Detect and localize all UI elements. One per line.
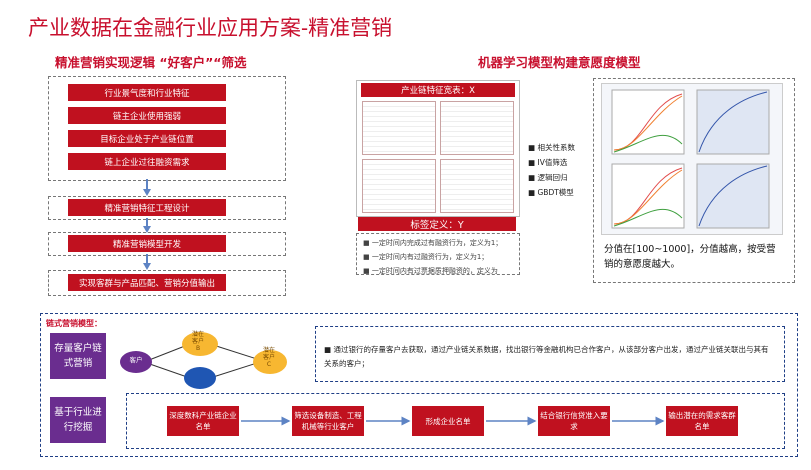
desc-box	[315, 326, 785, 382]
bottom-section-title: 链式营销模型：	[46, 319, 102, 328]
feature-list-block	[440, 159, 514, 213]
desc-content: 通过银行的存量客户去获取，通过产业链关系数据，找出银行等金融机构已合作客户，从该…	[324, 345, 769, 368]
step-output: 实现客群与产品匹配、营销分值输出	[68, 274, 226, 291]
method-item: GBDT模型	[537, 188, 574, 197]
step-model-dev: 精准营销模型开发	[68, 235, 226, 252]
methods-list: ■ 相关性系数 ■ IV值筛选 ■ 逻辑回归 ■ GBDT模型	[528, 143, 575, 197]
model-charts-box	[593, 78, 795, 283]
step-feature-engineering: 精准营销特征工程设计	[68, 199, 226, 216]
label-definition-box: ■ 一定时间内完成过有融资行为，定义为1； ■ 一定时间内有过融资行为，定义为1…	[356, 233, 520, 275]
label-item: 一定时间内有过融资行为，定义为1；	[371, 253, 489, 261]
row2-label: 基于行业进行挖掘	[50, 397, 106, 443]
flow-step-2: 筛选设备制造、工程机械等行业客户	[292, 406, 364, 436]
node-potential-c: 潜在客户C	[262, 347, 275, 368]
model-performance-plots	[611, 89, 770, 229]
node-potential-b: 潜在客户B	[191, 331, 204, 352]
customer-network-graph	[120, 332, 287, 389]
feature-list-block	[362, 159, 436, 213]
arrow-down-icon	[143, 189, 151, 196]
feature-item-financing: 链上企业过往融资需求	[68, 153, 226, 170]
score-note: 分值在[100~1000]，分值越高，按受营销的意愿度越大。	[604, 244, 776, 270]
arrow-down-icon	[143, 226, 151, 233]
method-item: 相关性系数	[537, 143, 575, 152]
node-customer: 客户	[129, 356, 143, 364]
desc-text: ■ 通过银行的存量客户去获取，通过产业链关系数据，找出银行等金融机构已合作客户，…	[324, 345, 769, 368]
feature-list-block	[362, 101, 436, 155]
feature-table-panel: 产业链特征宽表：X	[356, 80, 520, 217]
feature-group-box	[48, 76, 286, 181]
feature-list-block	[440, 101, 514, 155]
flow-arrows	[241, 416, 665, 426]
arrow-down-icon	[143, 263, 151, 270]
row1-label: 存量客户链式营销	[50, 333, 106, 379]
flow-step-1: 深度数科产业链企业名单	[167, 406, 239, 436]
left-section-title: 精准营销实现逻辑 “好客户”“筛选	[55, 55, 247, 70]
feature-item-chain-owner: 链主企业使用强弱	[68, 107, 226, 124]
model-charts-image	[601, 83, 783, 235]
feature-table-body	[357, 99, 519, 157]
right-section-title: 机器学习模型构建意愿度模型	[478, 55, 641, 70]
feature-item-industry: 行业景气度和行业特征	[68, 84, 226, 101]
page-title: 产业数据在金融行业应用方案-精准营销	[28, 16, 393, 40]
flow-box	[126, 393, 785, 449]
chain-marketing-box	[40, 313, 798, 457]
flow-step-3: 形成企业名单	[412, 406, 484, 436]
feature-table-header: 产业链特征宽表：X	[361, 83, 515, 97]
method-item: IV值筛选	[537, 158, 568, 167]
label-item: 一定时间内完成过有融资行为，定义为1；	[371, 239, 503, 247]
method-item: 逻辑回归	[537, 173, 568, 182]
flow-step-4: 结合银行信贷准入要求	[538, 406, 610, 436]
label-item: 一定时间内有过票据质押融资的，定义为	[371, 267, 498, 275]
flow-step-5: 输出潜在的需求客群名单	[666, 406, 738, 436]
label-definition-header: 标签定义：Y	[358, 217, 516, 231]
feature-item-position: 目标企业处于产业链位置	[68, 130, 226, 147]
